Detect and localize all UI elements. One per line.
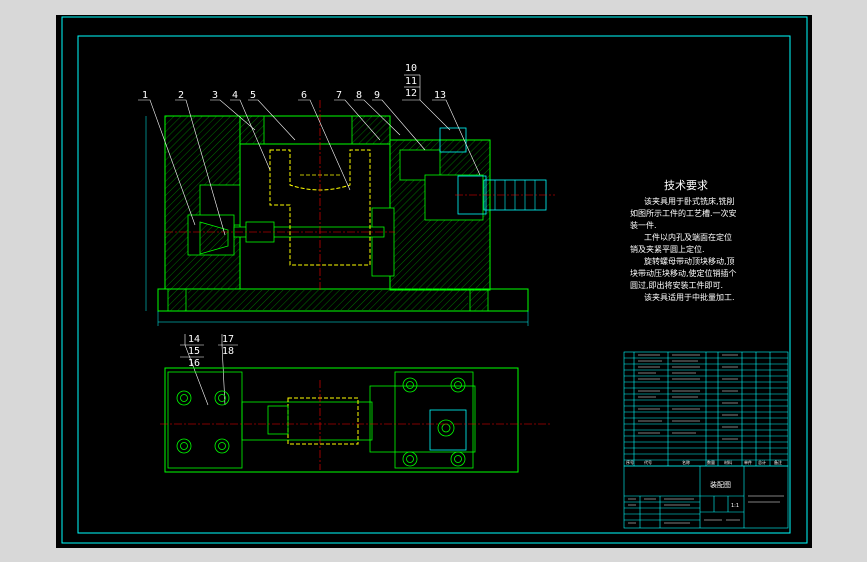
title-block bbox=[623, 465, 789, 529]
balloon-16: 16 bbox=[188, 358, 200, 369]
header-cell-total: 总计 bbox=[758, 459, 766, 465]
balloon-6: 6 bbox=[301, 90, 307, 101]
parts-list-header: 序号 代号 名称 数量 材料 单件 总计 备注 bbox=[626, 459, 782, 465]
balloon-17: 17 bbox=[222, 334, 234, 345]
tech-requirements-title: 技术要求 bbox=[664, 179, 708, 192]
header-cell-code: 代号 bbox=[644, 459, 652, 465]
balloon-numbers: 1 2 3 4 5 6 7 8 9 10 11 12 13 14 15 16 1… bbox=[142, 63, 446, 369]
header-cell-unit: 单件 bbox=[744, 459, 752, 465]
tech-line-3: 装一件. bbox=[630, 220, 657, 230]
balloon-7: 7 bbox=[336, 90, 342, 101]
inner-border bbox=[77, 35, 791, 534]
tech-line-7: 块带动压块移动,使定位销插个 bbox=[630, 268, 737, 278]
drawing-name: 装配图 bbox=[710, 480, 731, 489]
front-section-view bbox=[145, 100, 555, 326]
tech-line-5: 销及夹紧平圆上定位. bbox=[630, 244, 705, 254]
header-cell-qty: 数量 bbox=[707, 459, 715, 465]
tech-line-6: 旋转螺母带动顶块移动,顶 bbox=[644, 256, 735, 266]
balloon-14: 14 bbox=[188, 334, 200, 345]
balloon-3: 3 bbox=[212, 90, 218, 101]
balloon-13: 13 bbox=[434, 90, 446, 101]
technical-requirements: 技术要求 该夹具用于卧式铣床,铣削 如图所示工件的工艺槽.一次安 装一件. 工件… bbox=[630, 179, 737, 302]
header-cell-seq: 序号 bbox=[626, 459, 634, 465]
leader-lines bbox=[138, 74, 481, 406]
header-cell-remark: 备注 bbox=[774, 459, 782, 465]
drawing-scale: 1:1 bbox=[731, 503, 739, 509]
balloon-8: 8 bbox=[356, 90, 362, 101]
balloon-18: 18 bbox=[222, 346, 234, 357]
tech-line-9: 该夹具适用于中批量加工. bbox=[644, 292, 735, 302]
outer-border bbox=[61, 16, 808, 544]
balloon-15: 15 bbox=[188, 346, 200, 357]
balloon-12: 12 bbox=[405, 88, 417, 99]
balloon-10: 10 bbox=[405, 63, 417, 74]
balloon-11: 11 bbox=[405, 76, 417, 87]
tech-line-2: 如图所示工件的工艺槽.一次安 bbox=[630, 208, 737, 218]
header-cell-material: 材料 bbox=[724, 459, 732, 465]
balloon-9: 9 bbox=[374, 90, 380, 101]
top-view bbox=[160, 367, 552, 473]
balloon-1: 1 bbox=[142, 90, 148, 101]
balloon-4: 4 bbox=[232, 90, 238, 101]
balloon-2: 2 bbox=[178, 90, 184, 101]
parts-list bbox=[623, 351, 789, 467]
tech-line-1: 该夹具用于卧式铣床,铣削 bbox=[644, 196, 735, 206]
tech-line-4: 工件以内孔及端面在定位 bbox=[644, 232, 732, 242]
header-cell-name: 名称 bbox=[682, 459, 690, 465]
balloon-5: 5 bbox=[250, 90, 256, 101]
tech-line-8: 圆过,即出将安装工件即可. bbox=[630, 280, 723, 290]
